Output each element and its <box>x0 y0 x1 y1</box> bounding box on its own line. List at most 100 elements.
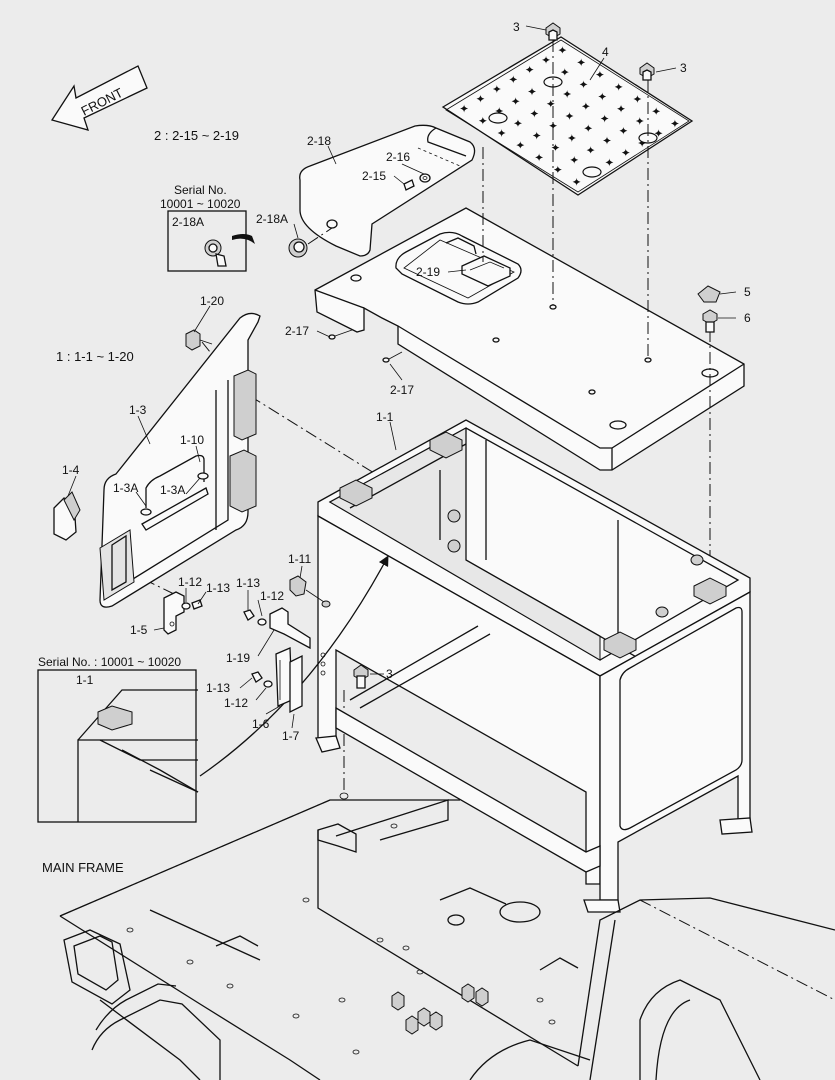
side-door <box>99 312 261 608</box>
plate-perforation <box>567 133 576 142</box>
main-frame: MAIN FRAME <box>42 792 835 1080</box>
serial-inset-box: Serial No. : 10001 ~ 10020 1-1 <box>37 655 199 823</box>
plate-perforation <box>553 165 562 174</box>
callout-1-13-b: 1-13 <box>236 576 260 590</box>
plate-perforation <box>535 153 544 162</box>
callout-5: 5 <box>744 285 751 299</box>
callout-1-12-a: 1-12 <box>178 575 202 589</box>
plate-perforation <box>516 141 525 150</box>
callout-1-3A-a: 1-3A <box>113 481 138 495</box>
serial-title-top: Serial No. <box>174 183 227 197</box>
callout-1-12-b: 1-12 <box>260 589 284 603</box>
callout-3-c: 3 <box>386 667 393 681</box>
front-arrow: FRONT <box>50 65 148 131</box>
plate-perforation <box>563 90 572 99</box>
callout-2-17-a: 2-17 <box>285 324 309 338</box>
tool-box-cover <box>288 124 476 258</box>
plate-perforation <box>581 102 590 111</box>
serial-inset-part: 1-1 <box>76 673 94 687</box>
plate-perforation <box>528 87 536 96</box>
floor-plate-holes <box>460 46 679 186</box>
plate-perforation <box>546 99 555 108</box>
bolt-3-top-right <box>639 62 655 81</box>
plate-perforation <box>584 124 593 133</box>
plate-perforation <box>460 104 469 113</box>
plate-perforation <box>551 143 560 152</box>
callout-3-a: 3 <box>513 20 520 34</box>
bolt-3-lower <box>353 664 369 689</box>
serial-range-top: 10001 ~ 10020 <box>160 197 241 211</box>
callout-2-19: 2-19 <box>416 265 440 279</box>
callout-1-12-c: 1-12 <box>224 696 248 710</box>
bolt-1-11 <box>289 575 331 608</box>
callout-2-15: 2-15 <box>362 169 386 183</box>
plate-perforation <box>509 75 518 84</box>
callout-1-10: 1-10 <box>180 433 204 447</box>
plate-perforation <box>605 158 614 167</box>
plate-perforation <box>635 117 644 125</box>
plate-perforation <box>525 65 534 74</box>
plate-perforation <box>577 58 586 67</box>
callout-1-13-c: 1-13 <box>206 681 230 695</box>
plate-perforation <box>654 129 663 138</box>
plate-perforation <box>565 112 574 120</box>
plate-perforation <box>511 97 520 106</box>
callout-2-16: 2-16 <box>386 150 410 164</box>
plate-perforation <box>570 155 579 164</box>
striker-1-19 <box>243 607 311 650</box>
plate-bolt-hole <box>488 112 508 124</box>
plate-perforation <box>638 138 647 147</box>
plate-perforation <box>478 116 487 125</box>
plate-perforation <box>619 126 628 135</box>
callout-6: 6 <box>744 311 751 325</box>
plate-perforation <box>595 70 604 79</box>
serial-box-top: Serial No. 10001 ~ 10020 2-18A <box>160 183 255 272</box>
plate-perforation <box>532 131 541 140</box>
serial-inset-title: Serial No. : 10001 ~ 10020 <box>38 655 181 669</box>
plate-perforation <box>617 104 626 113</box>
plate-perforation <box>497 128 506 137</box>
callout-1-20: 1-20 <box>200 294 224 308</box>
plate-perforation <box>549 121 558 130</box>
plate-perforation <box>621 148 630 157</box>
plate-perforation <box>670 119 679 128</box>
callout-1-19: 1-19 <box>226 651 250 665</box>
group2-range-label: 2 : 2-15 ~ 2-19 <box>154 128 239 143</box>
callout-1-4: 1-4 <box>62 463 80 477</box>
plate-perforation <box>600 114 609 123</box>
plate-perforation <box>586 146 595 155</box>
latch-1-4 <box>53 491 81 541</box>
plate-perforation <box>633 95 642 104</box>
callout-1-11: 1-11 <box>288 552 311 566</box>
plate-perforation <box>603 136 611 145</box>
plate-perforation <box>572 177 581 186</box>
main-frame-label: MAIN FRAME <box>42 860 124 875</box>
callout-1-5: 1-5 <box>130 623 148 637</box>
plate-perforation <box>492 85 501 94</box>
callout-1-3: 1-3 <box>129 403 147 417</box>
plate-perforation <box>560 68 569 77</box>
group1-range-label: 1 : 1-1 ~ 1-20 <box>56 349 134 364</box>
plate-perforation <box>542 55 551 64</box>
bolt-6 <box>702 309 718 333</box>
plate-perforation <box>614 82 623 91</box>
plate-perforation <box>476 94 485 103</box>
plate-perforation <box>579 80 588 89</box>
callout-1-1: 1-1 <box>376 410 394 424</box>
plate-perforation <box>495 107 504 115</box>
leader-lines <box>67 25 737 729</box>
callout-4: 4 <box>602 45 609 59</box>
callout-1-3A-b: 1-3A <box>160 483 185 497</box>
seat-stand-box <box>199 419 753 913</box>
bolt-3-top-left <box>545 22 561 41</box>
callout-1-13-a: 1-13 <box>206 581 230 595</box>
plate-perforation <box>558 46 567 55</box>
bracket-1-5 <box>163 591 203 635</box>
callout-3-b: 3 <box>680 61 687 75</box>
serial-part-top: 2-18A <box>172 215 204 229</box>
seat-stand-lid <box>314 207 745 471</box>
brackets-1-6-1-7 <box>251 647 303 714</box>
plate-perforation <box>530 109 539 118</box>
